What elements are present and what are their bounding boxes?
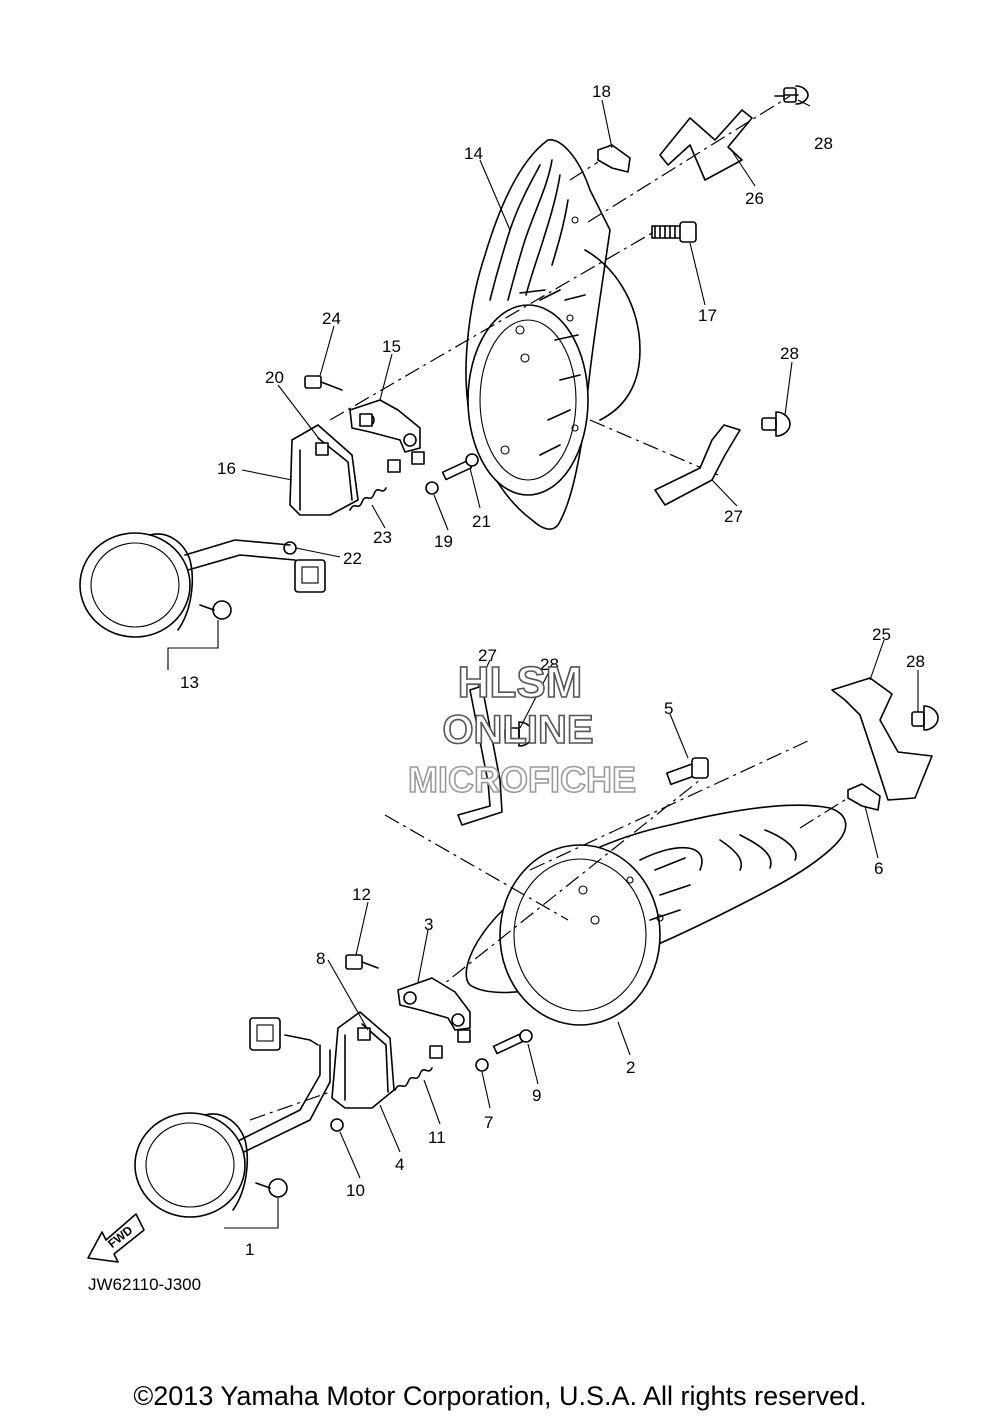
label-16: 16	[217, 459, 236, 478]
headlight-unit-lower	[134, 1017, 331, 1218]
leader-lines	[167, 99, 919, 1229]
bracket-3	[397, 977, 471, 1059]
bracket-16	[289, 424, 359, 516]
label-27-lower: 27	[478, 646, 497, 665]
watermark-line1: HLSM	[458, 658, 583, 707]
label-21: 21	[472, 512, 491, 531]
label-19: 19	[434, 532, 453, 551]
washer-19	[425, 481, 439, 495]
bolt-17	[651, 221, 697, 243]
watermark-line2: ONLINE	[442, 708, 593, 752]
label-22: 22	[343, 549, 362, 568]
label-28-lower-right: 28	[906, 652, 925, 671]
spring-23	[349, 487, 387, 511]
label-27-upper: 27	[724, 507, 743, 526]
label-8: 8	[316, 949, 325, 968]
bracket-4	[331, 1011, 395, 1109]
lower-assembly: FWD	[87, 677, 939, 1263]
upper-assembly	[79, 85, 809, 638]
bolt-5	[665, 757, 709, 786]
bolt-21	[441, 453, 479, 481]
label-2: 2	[626, 1058, 635, 1077]
clip-6	[847, 783, 881, 811]
clip-18	[597, 144, 631, 173]
watermark: HLSM ONLINE MICROFICHE	[407, 657, 637, 801]
label-11: 11	[428, 1128, 446, 1147]
label-10: 10	[346, 1181, 365, 1200]
headlight-unit-upper	[79, 532, 326, 638]
bracket-26	[659, 109, 753, 181]
bolt-9	[492, 1029, 533, 1055]
label-28-lower-left: 28	[540, 655, 559, 674]
screw-24	[304, 375, 343, 391]
label-17: 17	[698, 306, 717, 325]
washer-7	[475, 1058, 489, 1072]
copyright-notice: ©2013 Yamaha Motor Corporation, U.S.A. A…	[133, 1381, 866, 1411]
label-3: 3	[424, 915, 433, 934]
label-20: 20	[265, 368, 284, 387]
bracket-27-lower	[457, 685, 503, 826]
headlight-cover-upper	[465, 139, 641, 530]
label-7: 7	[484, 1113, 493, 1132]
screw-28-mid	[761, 411, 791, 437]
screw-28-lower-right	[911, 705, 939, 731]
screw-12	[345, 954, 379, 970]
headlight-cover-lower	[465, 804, 847, 1026]
label-15: 15	[382, 337, 401, 356]
label-23: 23	[373, 528, 392, 547]
spring-11	[394, 1067, 433, 1091]
label-4: 4	[395, 1155, 404, 1174]
label-12: 12	[352, 885, 371, 904]
part-number-labels: 18 28 14 26 17 24 15 28 20 16 27 23 19 2…	[180, 82, 925, 1259]
bracket-27-upper	[654, 424, 741, 506]
label-14: 14	[464, 144, 483, 163]
nut-22	[283, 541, 297, 555]
label-5: 5	[664, 699, 673, 718]
label-13: 13	[180, 673, 199, 692]
label-1: 1	[245, 1240, 254, 1259]
label-28-mid: 28	[780, 344, 799, 363]
label-18: 18	[592, 82, 611, 101]
diagram-code: JW62110-J300	[88, 1275, 201, 1294]
fwd-arrow-icon: FWD	[87, 1213, 145, 1263]
bracket-15	[349, 399, 425, 473]
watermark-line3: MICROFICHE	[408, 759, 636, 800]
label-25: 25	[872, 625, 891, 644]
bracket-25	[831, 677, 933, 801]
label-6: 6	[874, 859, 883, 878]
label-24: 24	[322, 309, 341, 328]
screw-28-lower-left	[504, 721, 534, 747]
label-26: 26	[745, 189, 764, 208]
label-28-top: 28	[814, 134, 833, 153]
nut-10	[330, 1118, 344, 1132]
label-9: 9	[532, 1086, 541, 1105]
screw-28-top	[774, 85, 809, 105]
